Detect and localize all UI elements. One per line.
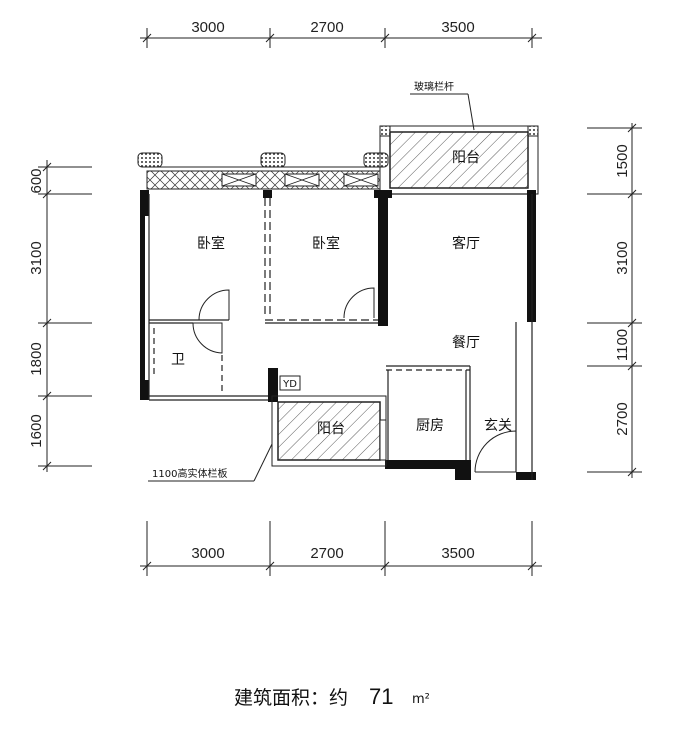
bottom-dim-2: 2700 bbox=[310, 545, 343, 562]
right-dim-2: 3100 bbox=[614, 241, 631, 274]
left-dimension-line bbox=[38, 160, 92, 472]
room-label-living-room: 客厅 bbox=[452, 235, 480, 252]
top-dimension-line bbox=[140, 28, 542, 48]
note-glass-railing: 玻璃栏杆 bbox=[414, 80, 454, 93]
right-dim-4: 2700 bbox=[614, 402, 631, 435]
bottom-dim-3: 3500 bbox=[441, 545, 474, 562]
left-dim-2: 3100 bbox=[28, 241, 45, 274]
area-label: 建筑面积：约 bbox=[234, 687, 348, 709]
interior-walls bbox=[148, 193, 533, 480]
room-label-balcony-bottom: 阳台 bbox=[317, 421, 345, 437]
yd-label: YD bbox=[282, 379, 297, 390]
right-dim-3: 1100 bbox=[614, 329, 631, 361]
top-dim-3: 3500 bbox=[441, 19, 474, 36]
glass-railing-callout bbox=[410, 93, 475, 131]
left-dim-1: 600 bbox=[28, 168, 45, 193]
bottom-balcony bbox=[271, 395, 387, 467]
room-label-dining-room: 餐厅 bbox=[452, 335, 480, 351]
right-dim-1: 1500 bbox=[614, 144, 631, 177]
room-label-balcony-top: 阳台 bbox=[452, 150, 480, 166]
room-label-bedroom-1: 卧室 bbox=[197, 235, 225, 252]
room-label-entrance: 玄关 bbox=[484, 417, 512, 434]
bedroom-window-sill bbox=[137, 152, 389, 190]
solid-railing-callout bbox=[148, 443, 273, 482]
top-dim-1: 3000 bbox=[191, 19, 224, 36]
note-solid-railing: 1100高实体栏板 bbox=[152, 467, 227, 480]
room-label-kitchen: 厨房 bbox=[416, 418, 444, 434]
bottom-dim-1: 3000 bbox=[191, 545, 224, 562]
left-dim-4: 1600 bbox=[28, 414, 45, 447]
area-value: 71 bbox=[369, 684, 393, 709]
right-dimension-line bbox=[587, 123, 642, 478]
left-dim-3: 1800 bbox=[28, 342, 45, 375]
room-label-bathroom: 卫 bbox=[171, 352, 185, 368]
door-swings bbox=[192, 287, 517, 473]
room-label-bedroom-2: 卧室 bbox=[312, 235, 340, 252]
top-dim-2: 2700 bbox=[310, 19, 343, 36]
area-unit: m² bbox=[412, 692, 430, 707]
yd-box bbox=[279, 375, 301, 391]
bottom-dimension-line bbox=[140, 521, 542, 576]
